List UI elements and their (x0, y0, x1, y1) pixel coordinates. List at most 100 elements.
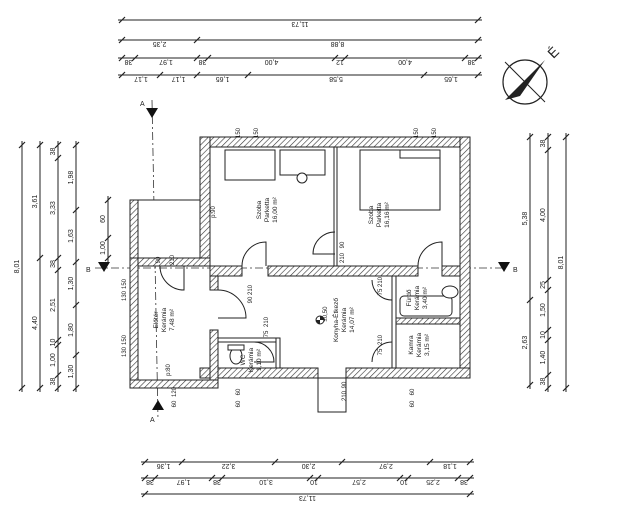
dimension-tick (474, 71, 482, 79)
dimension-label: 38 (199, 58, 207, 65)
opening-size-label: 60 (410, 400, 416, 407)
opening-size-label: 75 (264, 330, 270, 337)
room-area: 7,48 m² (169, 308, 176, 331)
dimension-tick (72, 141, 80, 149)
dimension-label: 11,73 (299, 494, 316, 501)
dimension-label: 1,97 (177, 478, 191, 485)
dimension-tick (544, 286, 552, 294)
section-marker-b-left: B (86, 262, 110, 274)
dimension-tick (474, 36, 482, 44)
dimension-label: 25 (540, 281, 547, 289)
dimension-tick (54, 141, 62, 149)
dimension-label: 8,88 (331, 40, 345, 47)
dimension-tick (193, 71, 201, 79)
room-floor: Kerámia (248, 348, 255, 373)
dimension-label: 8,01 (558, 256, 565, 270)
dimension-tick (544, 384, 552, 392)
dimension-tick (338, 458, 346, 466)
opening-size-label: 150 (254, 127, 260, 138)
dimension-tick (156, 71, 164, 79)
dimension-label: 38 (50, 260, 57, 268)
section-marker-a-top: A (140, 101, 158, 118)
dimension-tick (54, 371, 62, 379)
dimension-label: 1,00 (100, 241, 107, 255)
dimension-tick (404, 474, 412, 482)
dimension-tick (54, 336, 62, 344)
room-floor: Parketta (264, 198, 271, 223)
opening-size-label: 210 (378, 276, 384, 287)
room-floor: Kerámia (341, 308, 348, 333)
dimension-tick (461, 54, 469, 62)
room-area: 3,40 m² (422, 286, 429, 309)
opening-size-label: 150 (122, 278, 128, 289)
room-area: 1,10 m² (256, 348, 263, 371)
dimension-tick (72, 206, 80, 214)
dimension-tick (131, 54, 139, 62)
section-label: A (140, 101, 145, 108)
furniture (224, 149, 459, 365)
dimension-label: 38 (213, 478, 221, 485)
dimension-label: 2,25 (426, 478, 440, 485)
dimension-label: 4,00 (540, 208, 547, 222)
dimension-tick (244, 71, 252, 79)
dimension-label: 38 (460, 478, 468, 485)
dimension-tick (420, 71, 428, 79)
dimension-label: 1,17 (134, 75, 148, 82)
dimension-tick (36, 384, 44, 392)
dimension-tick (36, 254, 44, 262)
level-label: ±0,50 (323, 306, 329, 322)
opening-size-label: 60 (236, 400, 242, 407)
dimension-tick (544, 276, 552, 284)
dimension-label: 2,51 (50, 298, 57, 312)
section-marker-b-right: B (498, 262, 518, 274)
opening-size-label: 90 (340, 241, 346, 248)
dimension-tick (544, 336, 552, 344)
level-mark: ±0,50 (315, 306, 329, 325)
dimension-tick (141, 490, 149, 498)
dimension-tick (526, 133, 534, 141)
dimension-label: 5,38 (522, 212, 529, 226)
dimension-tick (466, 458, 474, 466)
dimension-tick (341, 54, 349, 62)
opening-size-label: 150 (414, 127, 420, 138)
dimension-tick (54, 154, 62, 162)
dimension-tick (118, 71, 126, 79)
dimension-tick (562, 133, 570, 141)
walls (129, 136, 471, 413)
dimension-tick (314, 474, 322, 482)
dimension-label: 2,97 (379, 462, 393, 469)
section-label: B (86, 267, 91, 274)
dimension-label: 4,40 (32, 316, 39, 330)
dimension-tick (72, 301, 80, 309)
dimension-chain-left: 1,981,631,301,801,30 (68, 141, 80, 392)
dimension-label: 4,00 (398, 58, 412, 65)
dimension-tick (544, 326, 552, 334)
opening-size-label: 90 (342, 381, 348, 388)
room-name: Szoba (256, 200, 263, 219)
dimension-tick (72, 258, 80, 266)
dimension-chain-left: 3,614,40 (32, 141, 44, 392)
north-label: É (544, 43, 562, 61)
room-name: WC (240, 354, 247, 365)
room-area: 14,07 m² (349, 306, 356, 332)
opening-size-label: 210 (264, 316, 270, 327)
room-floor: Kerámia (414, 286, 421, 311)
dimension-tick (141, 458, 149, 466)
dimension-tick (18, 384, 26, 392)
dimension-label: 4,00 (265, 58, 279, 65)
dimension-tick (562, 384, 570, 392)
dimension-tick (208, 474, 216, 482)
dimension-label: 10 (310, 478, 318, 485)
dimension-label: 2,63 (522, 336, 529, 350)
dimension-tick (72, 351, 80, 359)
dimension-label: 2,35 (153, 40, 167, 47)
dimension-label: 1,50 (540, 303, 547, 317)
